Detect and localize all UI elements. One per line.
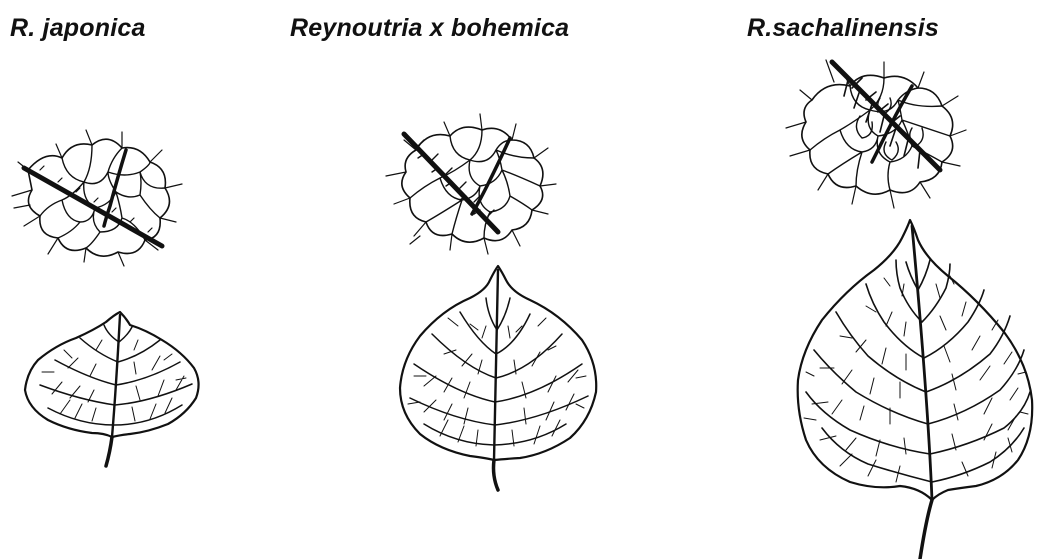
panel-sachalinensis: R.sachalinensis [700,0,1040,559]
species-title-sachalinensis: R.sachalinensis [747,14,939,43]
species-title-japonica: R. japonica [10,14,146,43]
panel-bohemica: Reynoutria x bohemica [260,0,700,559]
panel-japonica: R. japonica [0,0,260,559]
species-title-bohemica: Reynoutria x bohemica [290,14,569,43]
